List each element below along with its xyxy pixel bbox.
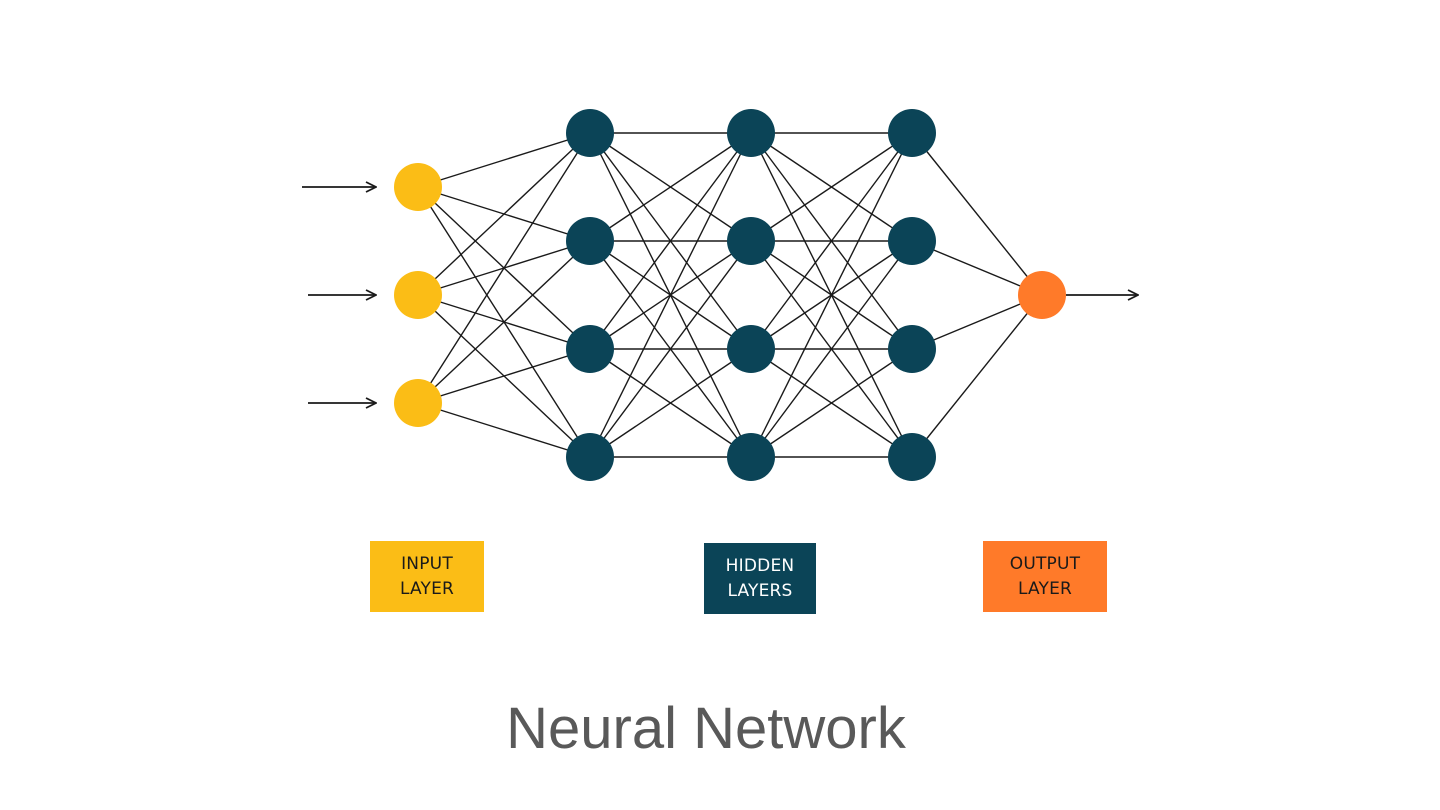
connection-line [911,294,1043,458]
connection-line [417,240,591,404]
connection-line [417,132,591,188]
connection-line [750,132,913,242]
legend-input-layer: INPUT LAYER [370,541,484,612]
hidden-node [888,109,936,157]
connection-line [417,132,591,404]
connection-line [417,402,591,458]
input-node [394,379,442,427]
legend-output-layer: OUTPUT LAYER [983,541,1107,612]
connection-line [750,132,913,350]
network-nodes [394,109,1066,481]
input-node [394,163,442,211]
connection-line [589,240,752,458]
connection-line [589,348,752,458]
hidden-node [888,217,936,265]
input-node [394,271,442,319]
hidden-node [566,109,614,157]
io-arrows [302,187,1138,403]
connection-line [750,132,913,458]
legend-hidden-line1: HIDDEN [725,555,795,576]
hidden-node [566,433,614,481]
connection-lines [417,132,1043,458]
hidden-node [888,325,936,373]
hidden-node [727,325,775,373]
connection-line [589,132,752,350]
diagram-caption: Neural Network [506,696,906,761]
connection-line [750,348,913,458]
hidden-node [888,433,936,481]
hidden-node [727,217,775,265]
hidden-node [566,325,614,373]
connection-line [417,348,591,404]
connection-line [417,132,591,296]
hidden-node [727,433,775,481]
connection-line [911,132,1043,296]
hidden-node [727,109,775,157]
legend-hidden-line2: LAYERS [727,580,793,601]
connection-line [589,132,752,242]
output-node [1018,271,1066,319]
legend-hidden-layers: HIDDEN LAYERS [704,543,816,614]
hidden-node [566,217,614,265]
legend-output-line1: OUTPUT [1009,553,1081,574]
connection-line [589,132,752,458]
legend-input-line1: INPUT [401,553,453,574]
legend-input-line2: LAYER [399,578,455,599]
legend-output-line2: LAYER [1017,578,1073,599]
connection-line [750,240,913,458]
